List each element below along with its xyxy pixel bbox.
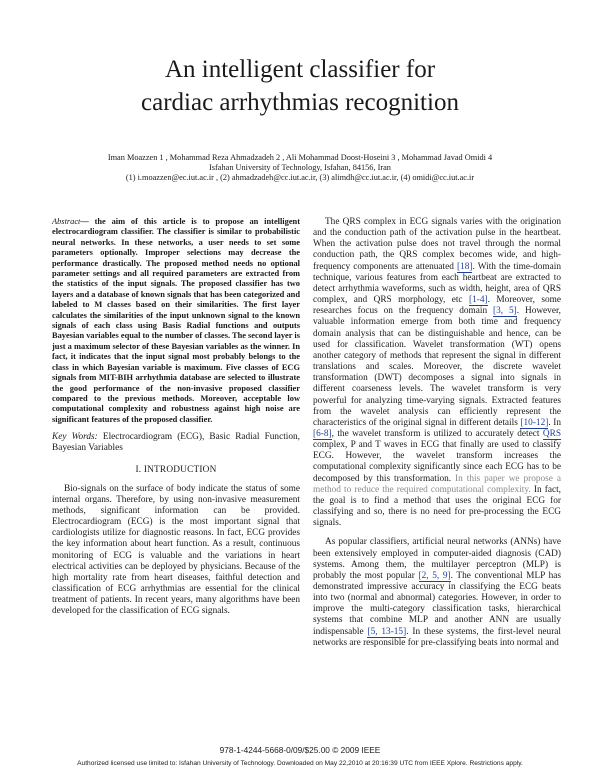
keywords-lead: Key Words: xyxy=(52,432,98,443)
author-affiliation: Isfahan University of Technology, Isfaha… xyxy=(209,163,391,172)
footer-isbn: 978-1-4244-5668-0/09/$25.00 © 2009 IEEE xyxy=(219,745,381,755)
section-heading-introduction: I. INTRODUCTION xyxy=(135,465,217,476)
abstract-body: — the aim of this article is to propose … xyxy=(52,217,301,424)
abstract: Abstract— the aim of this article is to … xyxy=(52,217,300,425)
text-run: , the wavelet transform is utilized to a… xyxy=(331,428,543,439)
citation-link[interactable]: [18] xyxy=(456,261,473,273)
citation-link[interactable]: [6-8] xyxy=(313,428,332,440)
keywords: Key Words: Electrocardiogram (ECG), Basi… xyxy=(52,432,300,454)
citation-link[interactable]: [1-4] xyxy=(468,295,488,307)
text-run: . With the time-domain technique, variou… xyxy=(313,261,561,306)
citation-link[interactable]: [2, 5, 9] xyxy=(418,570,451,582)
citation-link[interactable]: [5, 13-15] xyxy=(367,626,407,638)
text-run: The QRS complex in ECG signals varies wi… xyxy=(313,217,561,272)
author-names: Iman Moazzen 1 , Mohammad Reza Ahmadzade… xyxy=(107,153,493,162)
intro-paragraph: Bio-signals on the surface of body indic… xyxy=(52,483,300,617)
text-run: . In xyxy=(548,417,561,428)
text-run: . However, valuable information emerge f… xyxy=(313,306,562,428)
text-run: In fact, the goal is to find a method th… xyxy=(313,484,561,529)
paper-title-line-2: cardiac arrhythmias recognition xyxy=(141,89,459,116)
paper-title-line-1: An intelligent classifier for xyxy=(164,56,436,83)
right-column: The QRS complex in ECG signals varies wi… xyxy=(313,217,561,649)
qrs-link[interactable]: QRS xyxy=(542,428,561,440)
abstract-lead: Abstract xyxy=(52,217,81,226)
citation-link[interactable]: [3, 5] xyxy=(493,306,517,318)
body-paragraph-1: The QRS complex in ECG signals varies wi… xyxy=(313,217,561,529)
footer-license: Authorized licensed use limited to: Isfa… xyxy=(77,760,523,767)
body-paragraph-2: As popular classifiers, artificial neura… xyxy=(313,537,561,649)
text-run: . Moreover, some researches focus on the… xyxy=(313,295,561,317)
highlighted-sentence: In this paper we propose a method to red… xyxy=(313,473,561,495)
text-run: . In these systems, the first-level neur… xyxy=(313,626,561,648)
keywords-body: Electrocardiogram (ECG), Basic Radial Fu… xyxy=(52,432,300,454)
text-run: . The conventional MLP has demonstrated … xyxy=(313,570,561,637)
author-emails: (1) i.moazzen@ec.iut.ac.ir , (2) ahmadza… xyxy=(125,173,475,182)
text-run: As popular classifiers, artificial neura… xyxy=(313,537,561,581)
author-block: Iman Moazzen 1 , Mohammad Reza Ahmadzade… xyxy=(0,153,600,183)
text-run: complex, P and T waves in ECG that final… xyxy=(313,440,561,484)
left-column: Abstract— the aim of this article is to … xyxy=(52,217,300,617)
citation-link[interactable]: [10-12] xyxy=(520,417,549,429)
